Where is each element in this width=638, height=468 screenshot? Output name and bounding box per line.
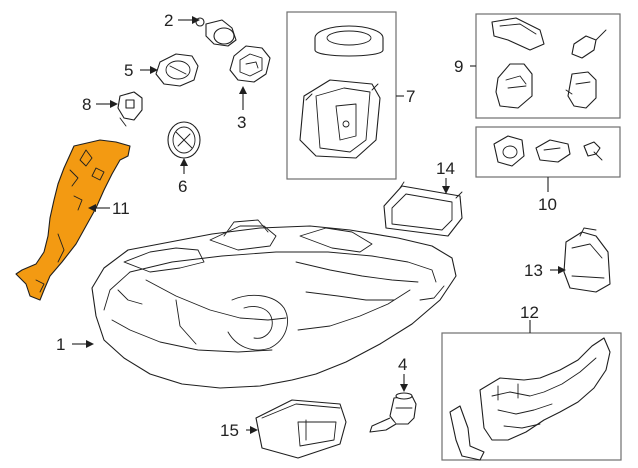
callout-3: 3 <box>237 113 246 132</box>
headlamp-support-bracket-highlighted <box>15 139 131 301</box>
module-plate-part-14 <box>383 181 463 237</box>
cover-cap-part <box>229 45 271 83</box>
callout-14: 14 <box>436 159 455 178</box>
control-module-part <box>299 25 384 159</box>
bulb-socket-part <box>195 17 237 47</box>
callout-15: 15 <box>220 421 239 440</box>
wiring-harness-part-12 <box>449 337 611 461</box>
round-cap-part <box>167 121 201 159</box>
ballast-box-part-15 <box>255 399 347 459</box>
clip-set-part-9 <box>491 17 607 109</box>
callout-12: 12 <box>520 303 539 322</box>
adjuster-cap-part <box>155 53 199 87</box>
callout-4: 4 <box>398 355 407 374</box>
callout-8: 8 <box>82 95 91 114</box>
actuator-part-13 <box>563 227 611 293</box>
callout-7: 7 <box>406 87 415 106</box>
xenon-bulb-part-4 <box>369 392 417 433</box>
callout-6: 6 <box>178 177 187 196</box>
callout-1: 1 <box>56 335 65 354</box>
callout-2: 2 <box>164 11 173 30</box>
small-connector-part <box>117 91 143 127</box>
leader-lines <box>72 16 566 434</box>
callout-9: 9 <box>454 57 463 76</box>
callout-5: 5 <box>124 61 133 80</box>
headlamp-assembly <box>91 219 457 389</box>
callout-13: 13 <box>524 261 543 280</box>
callout-10: 10 <box>538 195 557 214</box>
callout-11: 11 <box>112 199 130 218</box>
fastener-set-part-10 <box>493 135 603 167</box>
